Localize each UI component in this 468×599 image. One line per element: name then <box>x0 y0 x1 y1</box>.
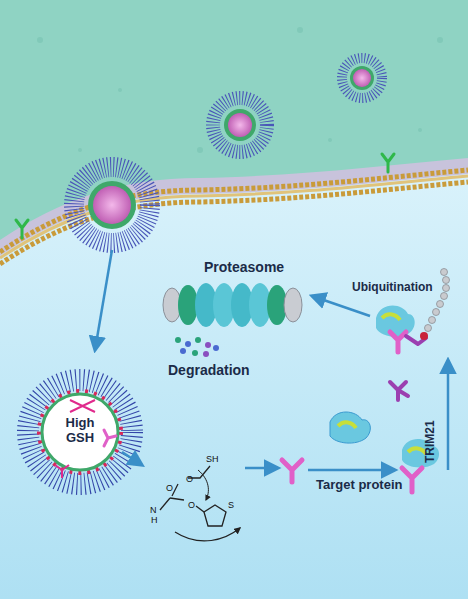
atom-label: S <box>228 500 234 510</box>
atom-label: O <box>188 500 195 510</box>
part-label: TRIM21 <box>424 420 438 463</box>
atom-label: O <box>166 483 173 493</box>
atom-label: O <box>186 474 193 484</box>
process-label: Ubiquitination <box>352 281 433 295</box>
part-label: Proteasome <box>204 259 284 275</box>
part-label: Target protein <box>316 478 402 493</box>
atom-label: N <box>150 505 157 515</box>
condition-label: High GSH <box>58 416 102 446</box>
process-label: Degradation <box>168 362 250 378</box>
atom-label: SH <box>206 454 219 464</box>
atom-label: H <box>151 515 158 525</box>
